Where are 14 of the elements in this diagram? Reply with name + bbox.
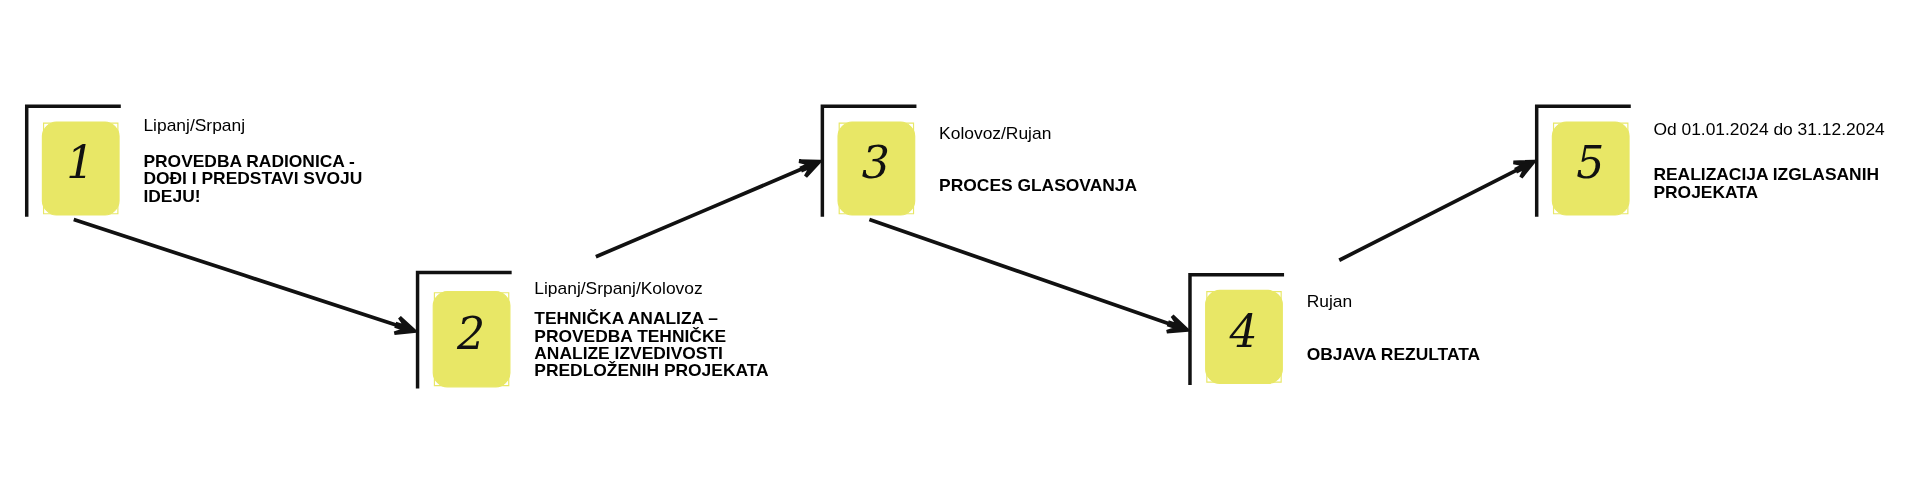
arrow (73, 217, 417, 336)
node-label: Kolovoz/Rujan (939, 122, 1052, 143)
arrow (868, 217, 1189, 334)
node-label: OBJAVA REZULTATA (1306, 343, 1481, 364)
node-label: Lipanj/Srpanj (143, 114, 246, 135)
node-label: Rujan (1306, 291, 1353, 312)
node-label: REALIZACIJA IZGLASANIH PROJEKATA (1653, 164, 1880, 202)
node-label: Lipanj/Srpanj/Kolovoz (534, 277, 703, 298)
node-label: TEHNIČKA ANALIZA – PROVEDBA TEHNIČKE ANALIZE IZVEDIVOSTI PREDLOŽENIH PROJEKATA (534, 308, 769, 381)
arrow (1338, 159, 1536, 262)
node-label: Od 01.01.2024 do 31.12.2024 (1653, 119, 1885, 140)
arrow (595, 159, 822, 259)
node-label: PROCES GLASOVANJA (939, 175, 1138, 196)
node-label: PROVEDBA RADIONICA - DOĐI I PREDSTAVI SVOJU IDEJU! (143, 150, 363, 206)
